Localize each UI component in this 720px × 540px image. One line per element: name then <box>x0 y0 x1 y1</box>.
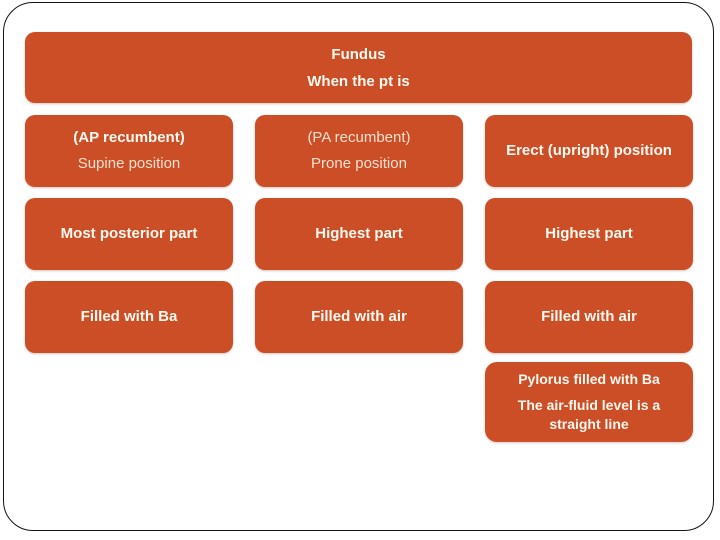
cell-line-primary: (AP recumbent) <box>73 129 185 146</box>
note-line-pylorus: Pylorus filled with Ba <box>518 371 660 387</box>
cell-line-primary: Filled with air <box>541 308 637 325</box>
cell-erect-position: Erect (upright) position <box>485 115 693 187</box>
note-box-erect-extra: Pylorus filled with Ba The air-fluid lev… <box>485 362 693 442</box>
banner-subtitle: When the pt is <box>307 72 410 90</box>
cell-line-primary: Most posterior part <box>60 225 198 242</box>
cell-line-secondary: Prone position <box>311 155 407 172</box>
cell-line-primary: (PA recumbent) <box>307 129 411 146</box>
cell-line-primary: Highest part <box>315 225 403 242</box>
note-line-air-fluid: The air-fluid level is a straight line <box>517 397 661 432</box>
cell-highest-part-prone: Highest part <box>255 198 463 270</box>
cell-filled-with-air-erect: Filled with air <box>485 281 693 353</box>
header-banner: Fundus When the pt is <box>25 32 692 103</box>
cell-line-primary: Filled with Ba <box>80 308 178 325</box>
cell-filled-with-air-prone: Filled with air <box>255 281 463 353</box>
cell-filled-with-ba: Filled with Ba <box>25 281 233 353</box>
cell-line-secondary: Supine position <box>77 155 181 172</box>
cell-line-primary: Filled with air <box>311 308 407 325</box>
cell-line-primary: Highest part <box>545 225 633 242</box>
cell-supine-position: (AP recumbent) Supine position <box>25 115 233 187</box>
cell-line-primary: Erect (upright) position <box>506 142 672 159</box>
cell-highest-part-erect: Highest part <box>485 198 693 270</box>
cell-prone-position: (PA recumbent) Prone position <box>255 115 463 187</box>
cell-most-posterior-part: Most posterior part <box>25 198 233 270</box>
banner-title: Fundus <box>331 45 386 63</box>
